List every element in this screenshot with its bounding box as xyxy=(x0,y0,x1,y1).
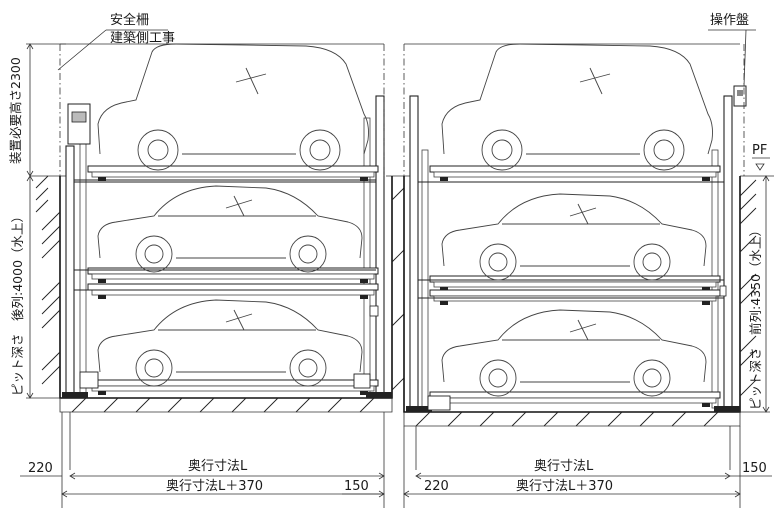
right-offset-label: 220 xyxy=(424,479,449,494)
left-offset-label: 220 xyxy=(28,461,53,476)
pf-label: PF xyxy=(752,143,767,158)
building-work-label: 建築側工事 xyxy=(110,31,175,46)
left-offset-2-label: 150 xyxy=(344,479,369,494)
pit-depth-front-label: ピット深さ 前列:4350（水上） xyxy=(748,224,763,410)
right-depth-label: 奥行寸法L xyxy=(534,459,594,474)
pit-depth-rear-label: ピット深さ 後列:4000（水上） xyxy=(10,210,25,396)
left-pit xyxy=(41,43,405,413)
safety-fence-label: 安全柵 xyxy=(110,12,149,28)
ground-hatch-top-left xyxy=(35,175,49,213)
left-depth-label: 奥行寸法L xyxy=(188,459,248,474)
right-pit xyxy=(403,43,757,427)
left-total-label: 奥行寸法L＋370 xyxy=(166,479,263,494)
right-total-label: 奥行寸法L＋370 xyxy=(516,479,613,494)
device-height-label: 装置必要高さ2300 xyxy=(8,57,23,164)
control-panel-label: 操作盤 xyxy=(710,12,749,28)
right-offset-2-label: 150 xyxy=(742,461,767,476)
